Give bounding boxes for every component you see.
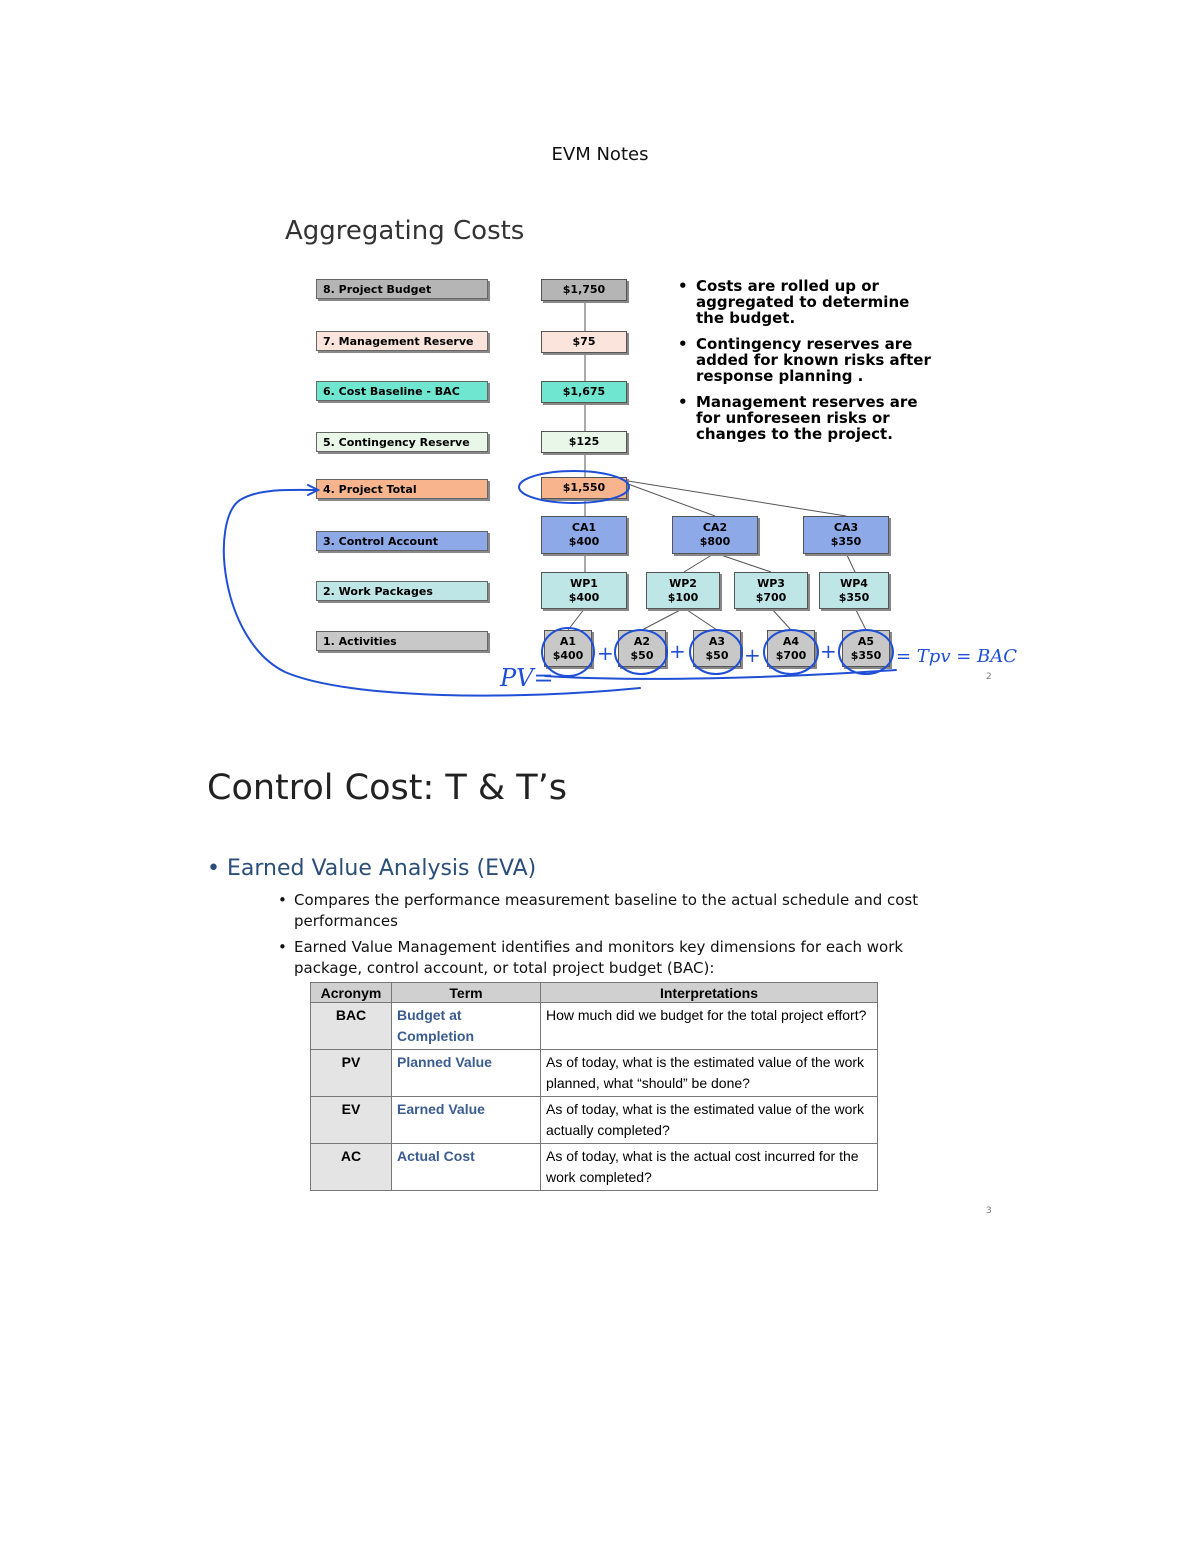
work-package-box: WP4 $350 [819, 572, 889, 609]
control-account-box: CA2 $800 [672, 516, 758, 554]
activity-value: $400 [552, 648, 584, 662]
activity-value: $50 [630, 648, 654, 662]
value-box-management-reserve: $75 [541, 331, 627, 353]
work-package-box: WP3 $700 [734, 572, 808, 609]
level-label-project-total: 4. Project Total [316, 479, 488, 499]
slide1-title: Aggregating Costs [285, 216, 525, 246]
interpretation-cell: How much did we budget for the total pro… [540, 1002, 878, 1050]
control-account-value: $800 [699, 535, 731, 548]
evm-terms-table: Acronym Term Interpretations BAC Budget … [310, 982, 878, 1191]
value-box-project-budget: $1,750 [541, 279, 627, 301]
work-package-value: $350 [838, 590, 870, 604]
activity-name: A4 [782, 634, 800, 648]
control-account-box: CA1 $400 [541, 516, 627, 554]
term-cell: Budget at Completion [391, 1002, 541, 1050]
column-header: Acronym [310, 982, 392, 1003]
work-package-value: $700 [755, 590, 787, 604]
control-account-box: CA3 $350 [803, 516, 889, 554]
work-package-name: WP2 [669, 576, 697, 590]
interpretation-cell: As of today, what is the estimated value… [540, 1049, 878, 1097]
value-management-reserve: $75 [572, 335, 596, 348]
work-package-name: WP1 [570, 576, 598, 590]
activity-name: A5 [857, 634, 875, 648]
term-cell: Earned Value [391, 1096, 541, 1144]
work-package-value: $400 [568, 590, 600, 604]
control-account-value: $400 [568, 535, 600, 548]
value-project-budget: $1,750 [562, 283, 606, 296]
value-box-cost-baseline: $1,675 [541, 381, 627, 403]
control-account-value: $350 [830, 535, 862, 548]
control-account-name: CA2 [702, 521, 728, 534]
annotation-result: = Tpv = BAC [896, 646, 1017, 667]
table-row: PV Planned Value As of today, what is th… [310, 1049, 878, 1097]
annotation-plus: + [820, 639, 837, 663]
value-project-total: $1,550 [562, 481, 606, 494]
acronym-cell: BAC [310, 1002, 392, 1050]
value-cost-baseline: $1,675 [562, 385, 606, 398]
level-label-activities: 1. Activities [316, 631, 488, 651]
column-header: Term [391, 982, 541, 1003]
level-label-cost-baseline: 6. Cost Baseline - BAC [316, 381, 488, 401]
annotation-plus: + [744, 643, 761, 667]
activity-name: A3 [708, 634, 726, 648]
work-package-box: WP1 $400 [541, 572, 627, 609]
table-row: EV Earned Value As of today, what is the… [310, 1096, 878, 1144]
slide1-bullets: Costs are rolled up or aggregated to det… [676, 278, 936, 452]
value-contingency-reserve: $125 [568, 435, 600, 448]
work-package-name: WP3 [757, 576, 785, 590]
interpretation-cell: As of today, what is the actual cost inc… [540, 1143, 878, 1191]
acronym-cell: AC [310, 1143, 392, 1191]
interpretation-cell: As of today, what is the estimated value… [540, 1096, 878, 1144]
annotation-plus: + [669, 639, 686, 663]
slide2-title: Control Cost: T & T’s [207, 768, 568, 808]
value-box-project-total: $1,550 [541, 477, 627, 499]
annotation-plus: + [597, 641, 614, 665]
value-box-contingency-reserve: $125 [541, 431, 627, 453]
level-label-contingency-reserve: 5. Contingency Reserve [316, 432, 488, 452]
activity-value: $350 [850, 648, 882, 662]
table-row: AC Actual Cost As of today, what is the … [310, 1143, 878, 1191]
activity-value: $700 [775, 648, 807, 662]
work-package-box: WP2 $100 [646, 572, 720, 609]
bullet-item: Costs are rolled up or aggregated to det… [676, 278, 936, 326]
table-row: BAC Budget at Completion How much did we… [310, 1002, 878, 1050]
table-header-row: Acronym Term Interpretations [310, 982, 878, 1003]
column-header: Interpretations [540, 982, 878, 1003]
acronym-cell: EV [310, 1096, 392, 1144]
activity-value: $50 [705, 648, 729, 662]
document-title: EVM Notes [551, 144, 649, 165]
activity-name: A2 [633, 634, 651, 648]
activity-box: A5 $350 [842, 630, 890, 667]
control-account-name: CA3 [833, 521, 859, 534]
bullet-heading-text: Earned Value Analysis (EVA) [226, 856, 537, 881]
acronym-cell: PV [310, 1049, 392, 1097]
annotation-pv: PV= [499, 664, 554, 692]
level-label-control-account: 3. Control Account [316, 531, 488, 551]
term-cell: Actual Cost [391, 1143, 541, 1191]
level-label-management-reserve: 7. Management Reserve [316, 331, 488, 351]
sub-bullet: Compares the performance measurement bas… [276, 890, 966, 932]
slide-number: 2 [986, 672, 992, 682]
activity-box: A1 $400 [544, 630, 592, 667]
bullet-item: Management reserves are for unforeseen r… [676, 394, 936, 442]
level-label-work-packages: 2. Work Packages [316, 581, 488, 601]
bullet-item: Contingency reserves are added for known… [676, 336, 936, 384]
slide-number: 3 [986, 1206, 992, 1216]
work-package-value: $100 [667, 590, 699, 604]
level-label-project-budget: 8. Project Budget [316, 279, 488, 299]
activity-box: A4 $700 [767, 630, 815, 667]
activity-name: A1 [559, 634, 577, 648]
term-cell: Planned Value [391, 1049, 541, 1097]
slide2-bullet-heading: • Earned Value Analysis (EVA) [207, 856, 537, 881]
control-account-name: CA1 [571, 521, 597, 534]
sub-bullet: Earned Value Management identifies and m… [276, 937, 966, 979]
work-package-name: WP4 [840, 576, 868, 590]
